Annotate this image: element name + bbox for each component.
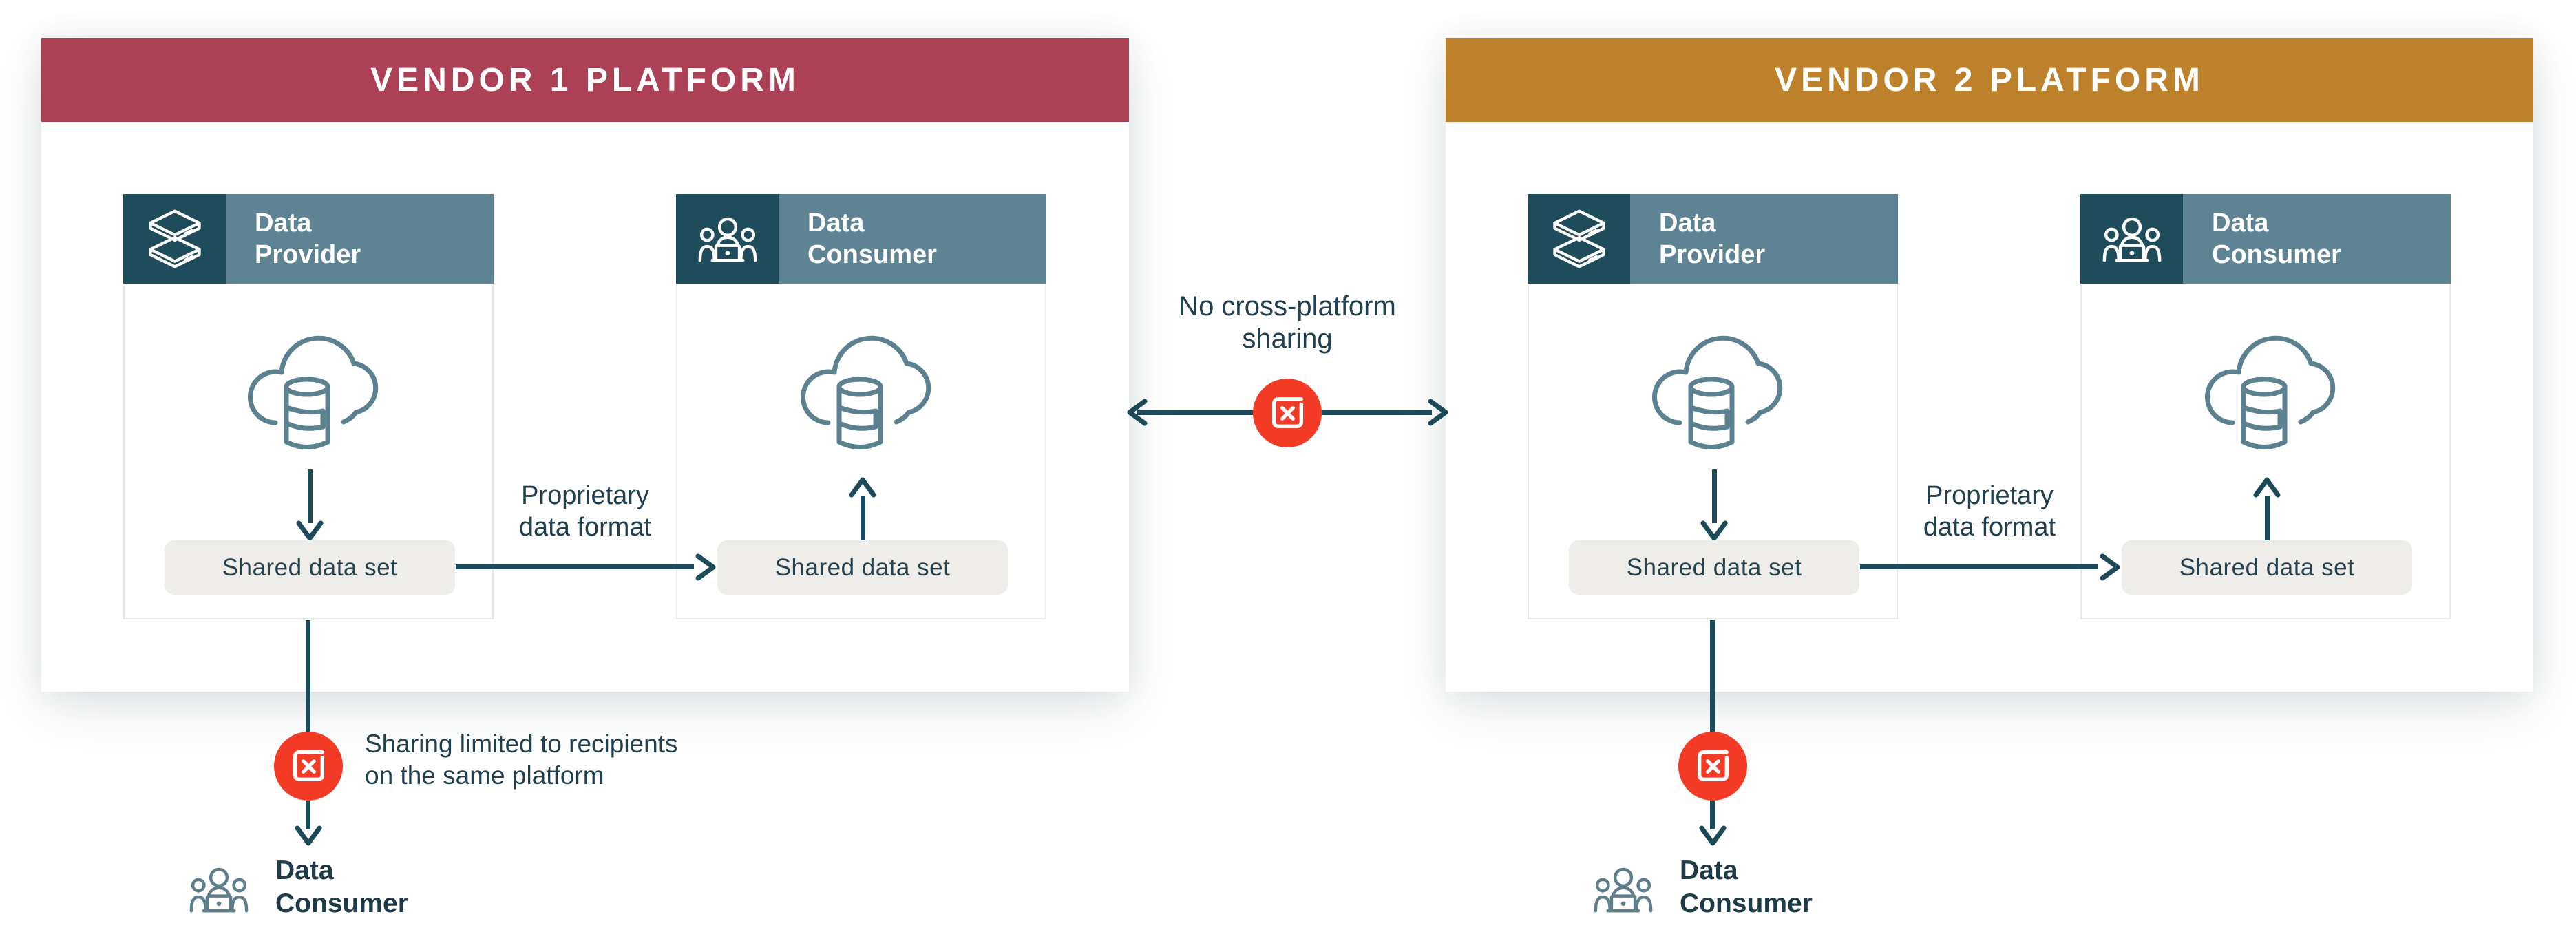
provider-down-arrowhead-icon (1699, 520, 1729, 542)
vendor1-data-provider-head: Data Provider (123, 194, 494, 284)
vendor2-transfer-arrowhead-icon (2099, 552, 2121, 582)
data-layers-icon (1528, 194, 1630, 284)
center-note-line2: sharing (1242, 324, 1333, 354)
provider-down-arrow-line (1712, 469, 1717, 523)
transfer-note-line2: data format (1923, 513, 2056, 542)
cloud-database-icon (785, 318, 937, 459)
provider-label-line2: Provider (1659, 240, 1766, 269)
vendor1-transfer-note: Proprietary data format (494, 480, 677, 543)
consumer-label-line2: Consumer (275, 889, 408, 918)
vendor1-bottom-arrow-line (306, 801, 310, 829)
vendor1-platform-title: VENDOR 1 PLATFORM (370, 61, 800, 98)
consumer-up-arrow-line (861, 496, 865, 540)
vendor1-consumer-shared-dataset: Shared data set (717, 540, 1008, 595)
data-layers-icon (123, 194, 226, 284)
vendor2-transfer-note: Proprietary data format (1898, 480, 2081, 543)
x-square-icon (1693, 746, 1733, 786)
vendor1-data-consumer-head: Data Consumer (676, 194, 1046, 284)
vendor1-data-provider-box: Data Provider Shared data se (123, 194, 494, 619)
provider-down-arrowhead-icon (295, 520, 325, 542)
vendor1-transfer-arrow-line (456, 564, 694, 569)
center-note-line1: No cross-platform (1179, 291, 1396, 321)
consumer-label-line2: Consumer (1680, 889, 1813, 918)
vendor2-platform-title: VENDOR 2 PLATFORM (1775, 61, 2204, 98)
left-arrowhead-icon (1126, 397, 1148, 427)
limited-sharing-note: Sharing limited to recipients on the sam… (365, 728, 678, 792)
vendor2-platform-header: VENDOR 2 PLATFORM (1446, 38, 2533, 122)
consumer-label-line1: Data (275, 856, 334, 885)
people-group-icon (2080, 194, 2183, 284)
consumer-label-line1: Data (1680, 856, 1738, 885)
vendor1-data-consumer-box: Data Consumer Shared data se (676, 194, 1046, 619)
vendor2-data-provider-label: Data Provider (1630, 194, 1898, 284)
consumer-up-arrow-line (2265, 496, 2270, 540)
vendor1-data-consumer-label: Data Consumer (779, 194, 1046, 284)
vendor2-bottom-flow-line (1710, 620, 1715, 732)
transfer-note-line2: data format (518, 513, 652, 542)
provider-label-line2: Provider (255, 240, 361, 269)
vendor2-platform-panel: VENDOR 2 PLATFORM Data Provider (1446, 38, 2533, 692)
consumer-label-line2: Consumer (2212, 240, 2341, 269)
provider-label-line1: Data (1659, 209, 1716, 237)
vendor1-platform-header: VENDOR 1 PLATFORM (41, 38, 1129, 122)
right-arrowhead-icon (1427, 397, 1449, 427)
shared-dataset-label: Shared data set (2179, 553, 2355, 581)
vendor1-offplatform-consumer-label: Data Consumer (275, 854, 408, 920)
consumer-label-line2: Consumer (807, 240, 937, 269)
vendor2-data-consumer-head: Data Consumer (2080, 194, 2451, 284)
cloud-database-icon (233, 318, 384, 459)
no-sharing-x-badge (1253, 379, 1322, 447)
consumer-label-line1: Data (2212, 209, 2269, 237)
shared-dataset-label: Shared data set (222, 553, 398, 581)
no-cross-platform-note: No cross-platform sharing (1115, 290, 1459, 355)
vendor1-limited-sharing-x-badge (274, 732, 343, 801)
vendor2-data-consumer-box: Data Consumer Shared data se (2080, 194, 2451, 619)
cloud-database-icon (2190, 318, 2341, 459)
shared-dataset-label: Shared data set (774, 553, 951, 581)
cloud-database-icon (1637, 318, 1788, 459)
vendor2-data-consumer-label: Data Consumer (2183, 194, 2451, 284)
provider-down-arrow-line (308, 469, 313, 523)
limited-sharing-note-line2: on the same platform (365, 761, 604, 790)
consumer-label-line1: Data (807, 209, 865, 237)
x-square-icon (288, 746, 328, 786)
provider-label-line1: Data (255, 209, 312, 237)
vendor1-bottom-flow-line (306, 620, 310, 732)
vendor2-bottom-arrowhead-icon (1698, 825, 1728, 847)
transfer-note-line1: Proprietary (1925, 481, 2054, 510)
vendor2-provider-shared-dataset: Shared data set (1569, 540, 1859, 595)
transfer-note-line1: Proprietary (521, 481, 649, 510)
limited-sharing-note-line1: Sharing limited to recipients (365, 730, 678, 758)
vendor2-bottom-arrow-line (1710, 801, 1715, 829)
people-group-icon (1587, 863, 1659, 919)
vendor2-offplatform-consumer-label: Data Consumer (1680, 854, 1813, 920)
vendor2-data-provider-head: Data Provider (1528, 194, 1898, 284)
vendor1-provider-shared-dataset: Shared data set (165, 540, 455, 595)
people-group-icon (676, 194, 779, 284)
vendor1-data-provider-label: Data Provider (226, 194, 494, 284)
vendor2-transfer-arrow-line (1860, 564, 2098, 569)
x-square-icon (1267, 393, 1307, 433)
vendor2-data-provider-box: Data Provider Shared data se (1528, 194, 1898, 619)
vendor1-platform-panel: VENDOR 1 PLATFORM Data Provider (41, 38, 1129, 692)
shared-dataset-label: Shared data set (1626, 553, 1802, 581)
vendor1-bottom-arrowhead-icon (293, 825, 324, 847)
vendor1-transfer-arrowhead-icon (695, 552, 717, 582)
people-group-icon (183, 863, 255, 919)
vendor2-limited-sharing-x-badge (1678, 732, 1747, 801)
vendor2-consumer-shared-dataset: Shared data set (2122, 540, 2412, 595)
